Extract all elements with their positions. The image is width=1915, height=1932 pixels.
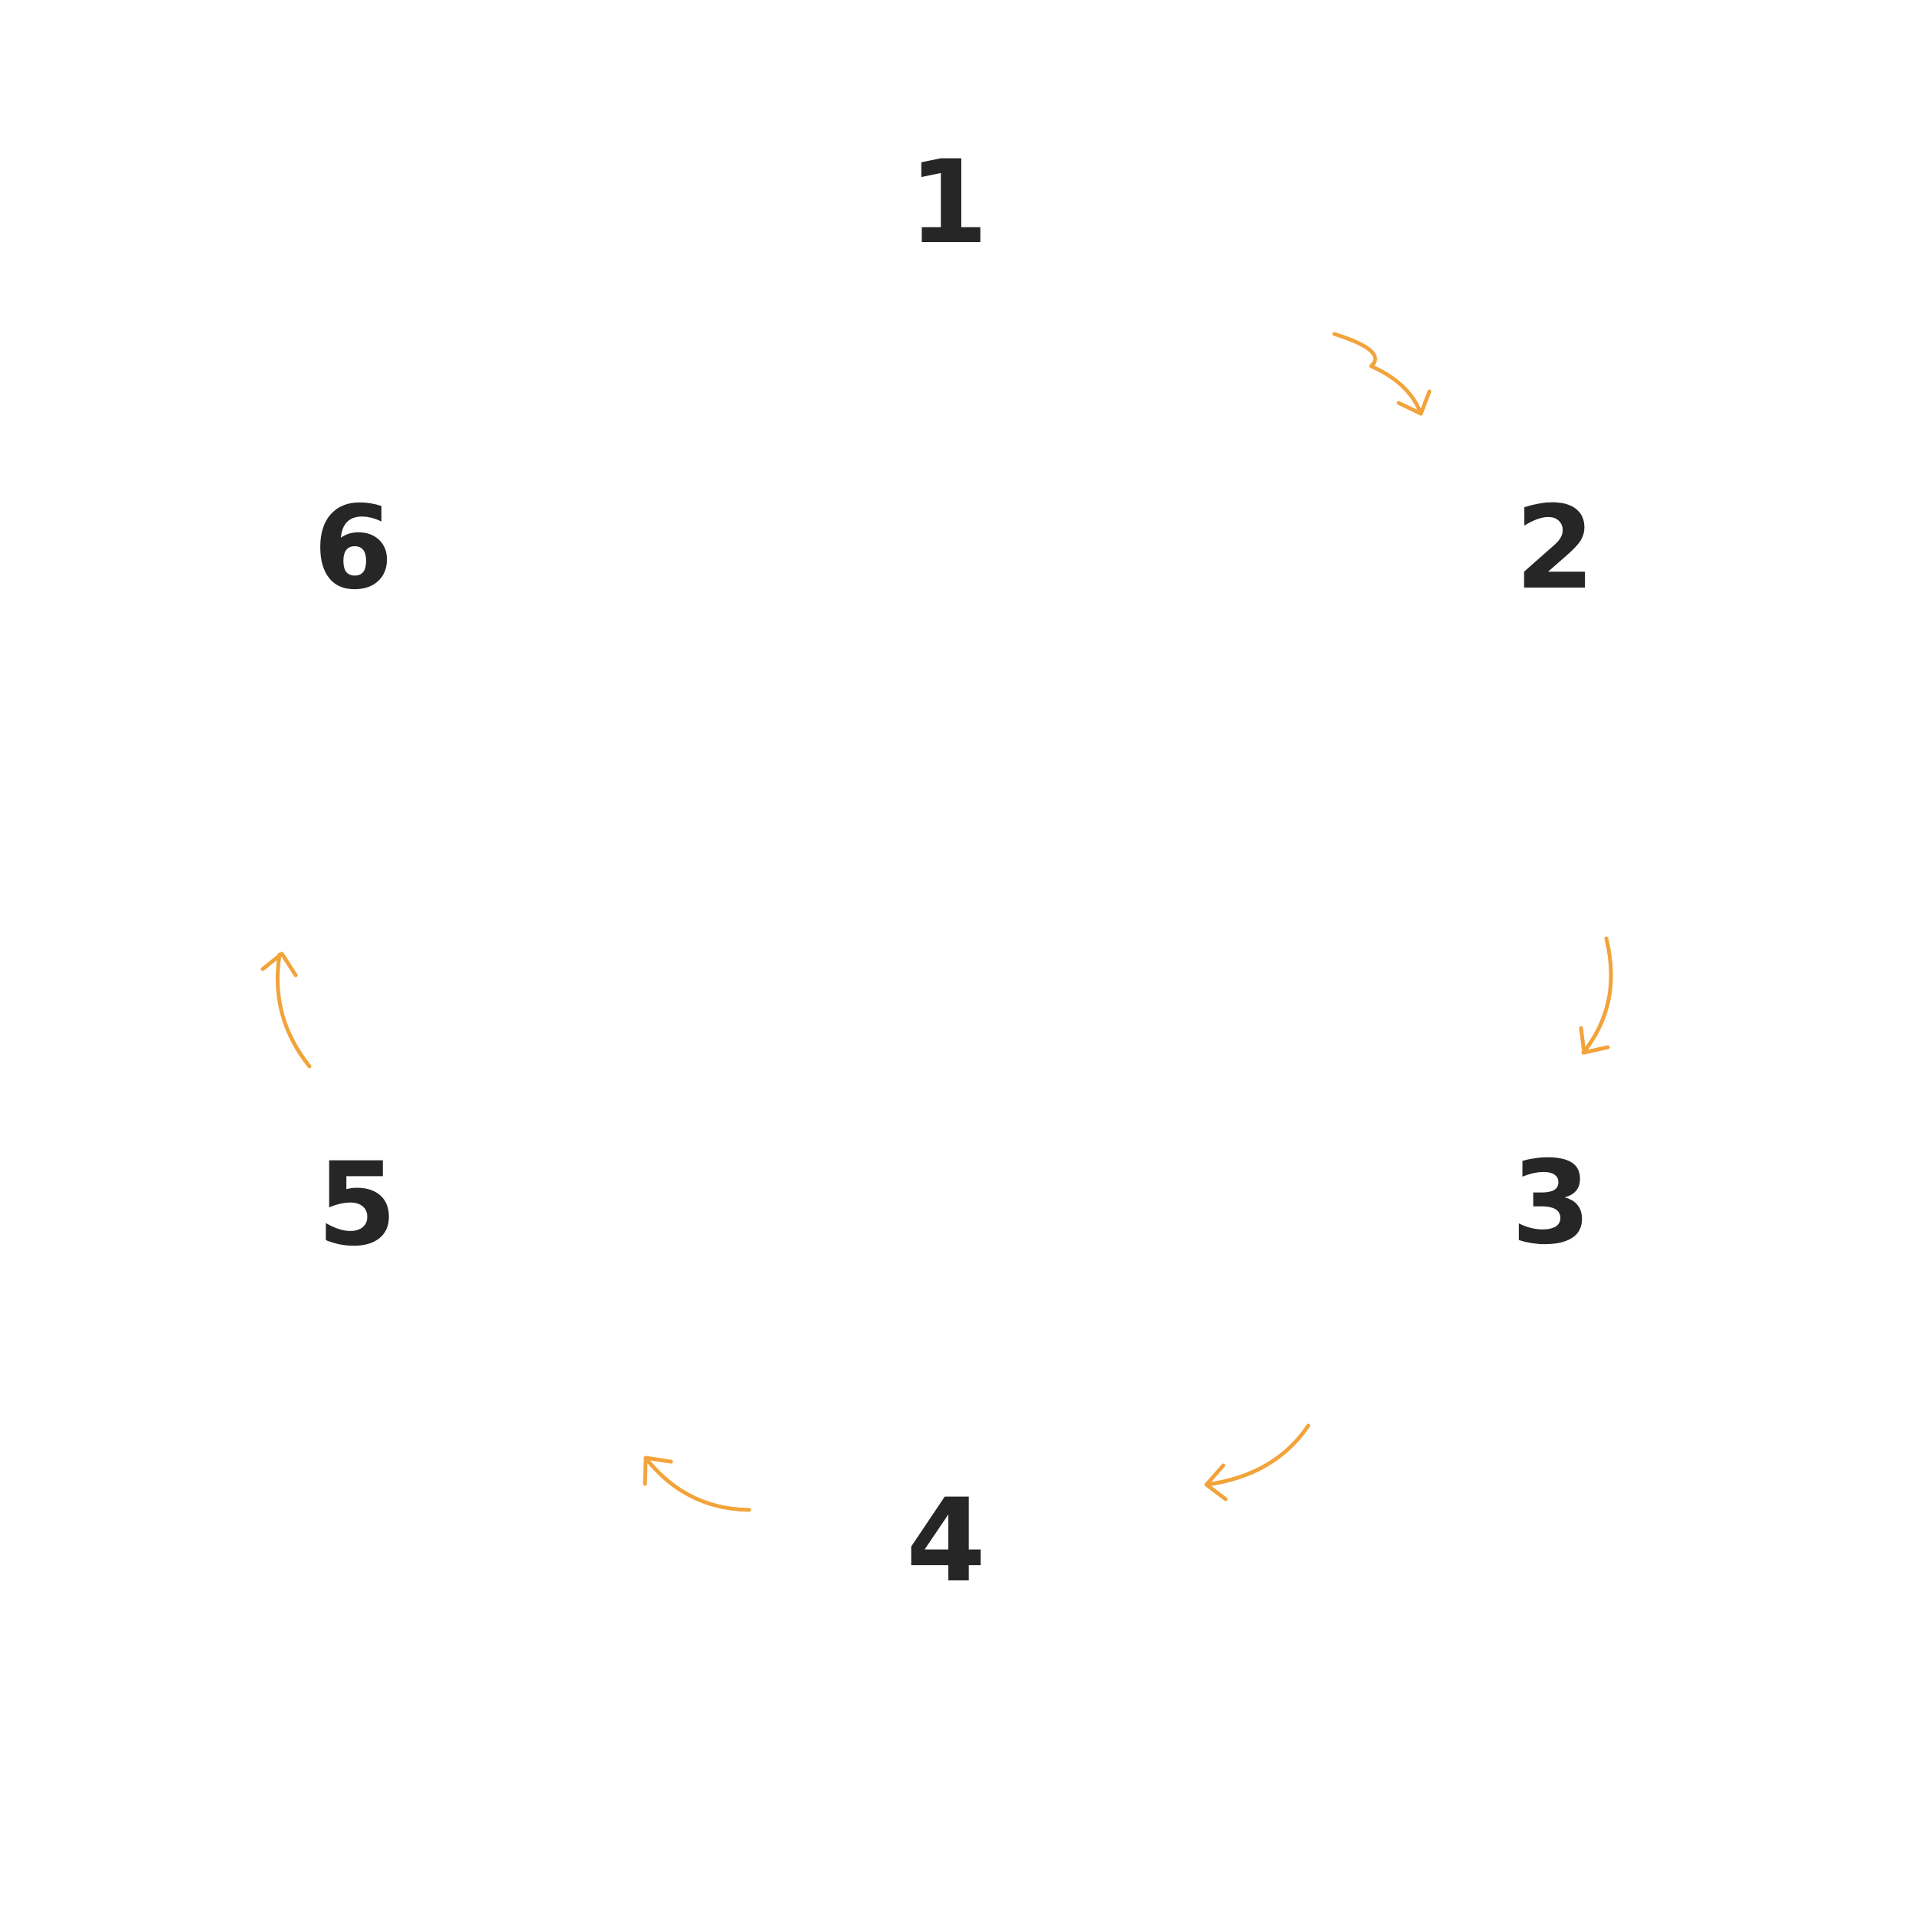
arrow-3-to-4-shaft xyxy=(1204,1423,1311,1487)
arrow-3-to-4-head xyxy=(1204,1463,1228,1501)
arrow-5-to-6-shaft xyxy=(275,952,312,1069)
step-6-number: 6 xyxy=(313,482,394,615)
arrow-5-to-6 xyxy=(260,951,312,1069)
step-5-number: 5 xyxy=(316,1138,398,1272)
arrow-3-to-4 xyxy=(1204,1423,1311,1501)
arrow-2-to-3-shaft xyxy=(1581,936,1613,1055)
step-1-number: 1 xyxy=(908,136,989,270)
step-3-number: 3 xyxy=(1511,1137,1592,1270)
arrow-2-to-3 xyxy=(1579,936,1613,1055)
arrow-4-to-5-shaft xyxy=(646,1459,751,1512)
arrow-5-to-6-head xyxy=(260,951,298,977)
arrow-1-to-2 xyxy=(1332,332,1432,416)
step-2-number: 2 xyxy=(1514,482,1596,615)
arrow-1-to-2-head xyxy=(1396,389,1432,416)
arrow-1-to-2-shaft xyxy=(1332,332,1423,416)
arrow-4-to-5 xyxy=(643,1456,751,1512)
arrow-4-to-5-head xyxy=(643,1456,673,1486)
arrow-2-to-3-head xyxy=(1579,1026,1610,1055)
step-4-number: 4 xyxy=(905,1475,987,1608)
